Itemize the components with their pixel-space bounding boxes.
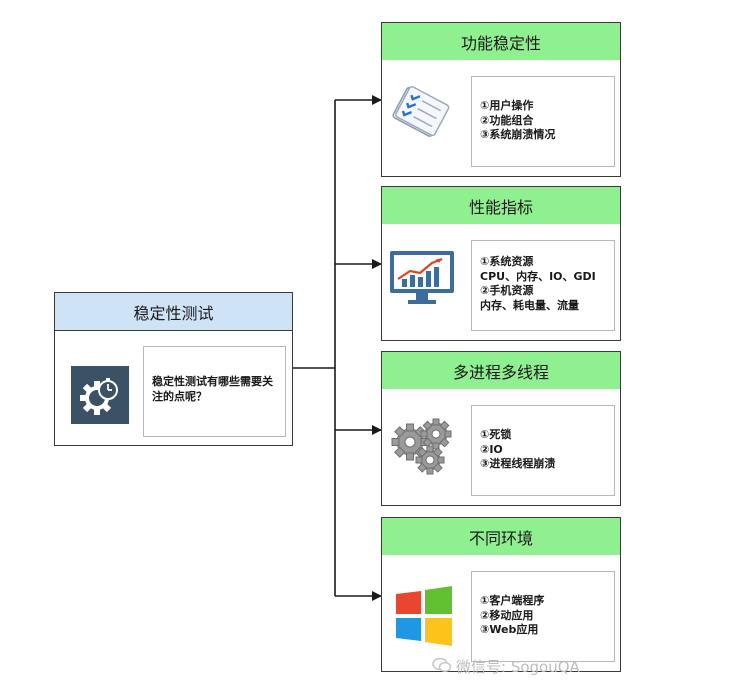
list-item: ②手机资源	[480, 284, 534, 297]
branch-title: 多进程多线程	[452, 362, 549, 382]
branch-card-2: 性能指标 ①系统资源 CPU、内存、IO、GDI ②手机资源 内存、耗电量、流量	[381, 186, 621, 341]
main-card-header: 稳定性测试	[55, 293, 292, 331]
list-item: ①死锁	[480, 428, 512, 441]
list-item: 内存、耗电量、流量	[480, 298, 579, 312]
gear-timer-icon	[71, 366, 129, 424]
branch-card-4: 不同环境 ①客户端程序 ②移动应用 ③Web应用	[381, 517, 621, 672]
wechat-icon	[432, 657, 452, 677]
branch-note-2: ①系统资源 CPU、内存、IO、GDI ②手机资源 内存、耗电量、流量	[471, 240, 615, 331]
list-item: ②移动应用	[480, 608, 534, 622]
list-item: ②功能组合	[480, 113, 534, 127]
branch-title: 不同环境	[468, 528, 533, 548]
main-question-note: 稳定性测试有哪些需要关注的点呢？	[143, 346, 286, 437]
list-item: ③Web应用	[480, 623, 539, 636]
gears-icon	[390, 416, 458, 478]
main-card: 稳定性测试	[54, 292, 293, 446]
branch-card-3: 多进程多线程	[381, 351, 621, 506]
branch-card-header: 多进程多线程	[382, 352, 620, 389]
list-item: ③进程线程崩溃	[480, 457, 556, 470]
branch-card-1: 功能稳定性 ①用户操作 ②功能组合 ③系统崩溃情况	[381, 22, 621, 177]
branch-card-header: 功能稳定性	[382, 23, 620, 60]
branch-title: 功能稳定性	[460, 33, 541, 53]
main-card-title: 稳定性测试	[133, 303, 214, 323]
branch-title: 性能指标	[468, 197, 533, 217]
list-item: CPU、内存、IO、GDI	[480, 269, 596, 283]
list-item: ①用户操作	[480, 99, 534, 112]
branch-card-header: 不同环境	[382, 518, 620, 555]
list-item: ①客户端程序	[480, 594, 545, 607]
checklist-icon	[390, 81, 450, 141]
watermark: 微信号: SogouQA	[432, 656, 580, 677]
list-item: ①系统资源	[480, 255, 534, 268]
main-question-text: 稳定性测试有哪些需要关注的点呢？	[152, 375, 273, 403]
branch-card-header: 性能指标	[382, 187, 620, 224]
branch-note-3: ①死锁 ②IO ③进程线程崩溃	[471, 405, 615, 496]
monitor-chart-icon	[388, 249, 456, 307]
list-item: ③系统崩溃情况	[480, 128, 556, 141]
windows-logo-icon	[394, 586, 454, 646]
list-item: ②IO	[480, 442, 503, 456]
branch-note-1: ①用户操作 ②功能组合 ③系统崩溃情况	[471, 76, 615, 167]
branch-note-4: ①客户端程序 ②移动应用 ③Web应用	[471, 571, 615, 662]
watermark-text: 微信号: SogouQA	[456, 658, 580, 676]
